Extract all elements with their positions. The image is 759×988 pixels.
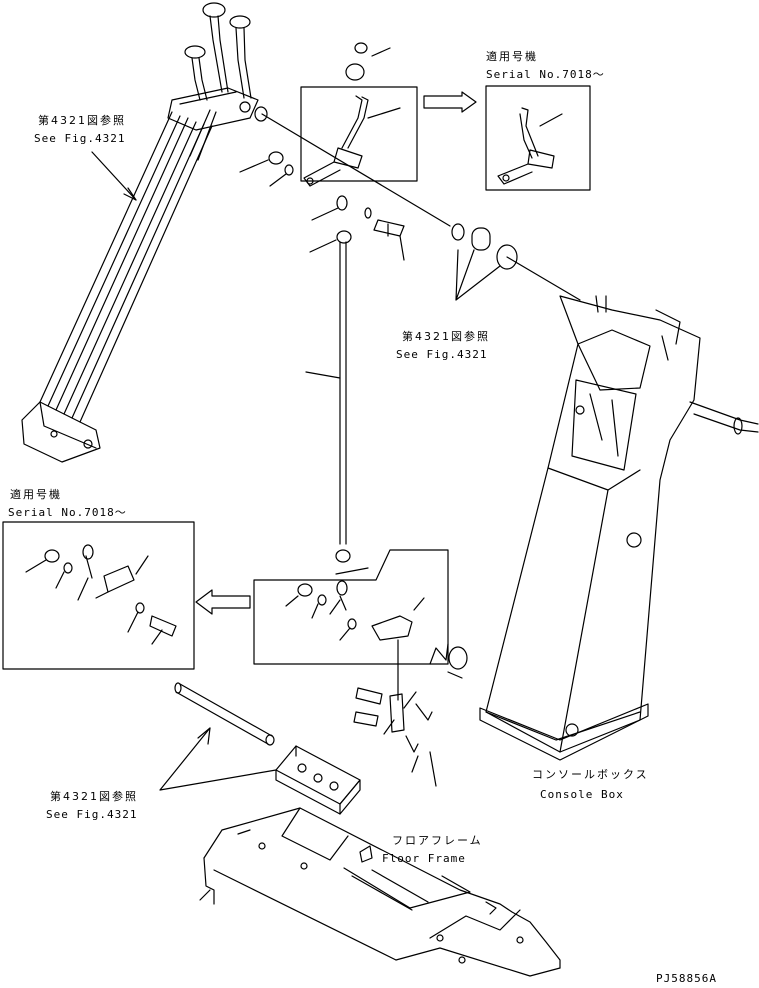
serial-left-jp: 適用号機: [10, 488, 62, 501]
ref-left-top-en: See Fig.4321: [34, 132, 126, 145]
console-box: [479, 295, 759, 761]
arm-detail-box: [300, 86, 418, 182]
arrow-head: [197, 727, 211, 745]
console-box-en: Console Box: [540, 788, 624, 801]
arrow-left-icon: [195, 589, 251, 615]
pipe: [175, 683, 273, 745]
nut-icon: [335, 549, 351, 563]
serial-detail-box-left: [2, 521, 195, 670]
ref-mid-jp: 第4321図参照: [402, 330, 490, 343]
ref-bottom-en: See Fig.4321: [46, 808, 138, 821]
arm-lever-part: [303, 42, 401, 187]
arrow-right-icon: [423, 91, 477, 113]
bracket-plate: [275, 745, 361, 815]
arm-lever-variant: [497, 107, 563, 185]
linkage-part: [285, 567, 425, 641]
ref-mid-en: See Fig.4321: [396, 348, 488, 361]
serial-detail-box-top: [485, 85, 591, 191]
serial-top-jp: 適用号機: [486, 50, 538, 63]
rod: [339, 241, 347, 545]
floor-frame: [199, 807, 561, 977]
linkage-variant: [25, 544, 177, 645]
floor-frame-en: Floor Frame: [382, 852, 466, 865]
rod-leader: [305, 371, 341, 379]
linkage-detail-box: [253, 549, 449, 665]
leader-ref-bottom: [159, 727, 277, 791]
ref-left-top-jp: 第4321図参照: [38, 114, 126, 127]
fastener-group: [239, 151, 405, 261]
ref-bottom-jp: 第4321図参照: [50, 790, 138, 803]
bushing-group: [451, 223, 581, 301]
serial-top-en: Serial No.7018～: [486, 68, 605, 81]
drawing-code: PJ58856A: [656, 972, 717, 985]
bolts-clips: [353, 643, 468, 787]
lever-assembly: [21, 2, 259, 463]
center-line: [261, 113, 451, 227]
arrow-head: [123, 187, 137, 201]
washer-icon: [254, 106, 268, 122]
serial-left-en: Serial No.7018～: [8, 506, 127, 519]
floor-frame-jp: フロアフレーム: [392, 834, 483, 847]
console-box-jp: コンソールボックス: [532, 768, 649, 781]
leader-ref-left-top: [91, 151, 137, 201]
